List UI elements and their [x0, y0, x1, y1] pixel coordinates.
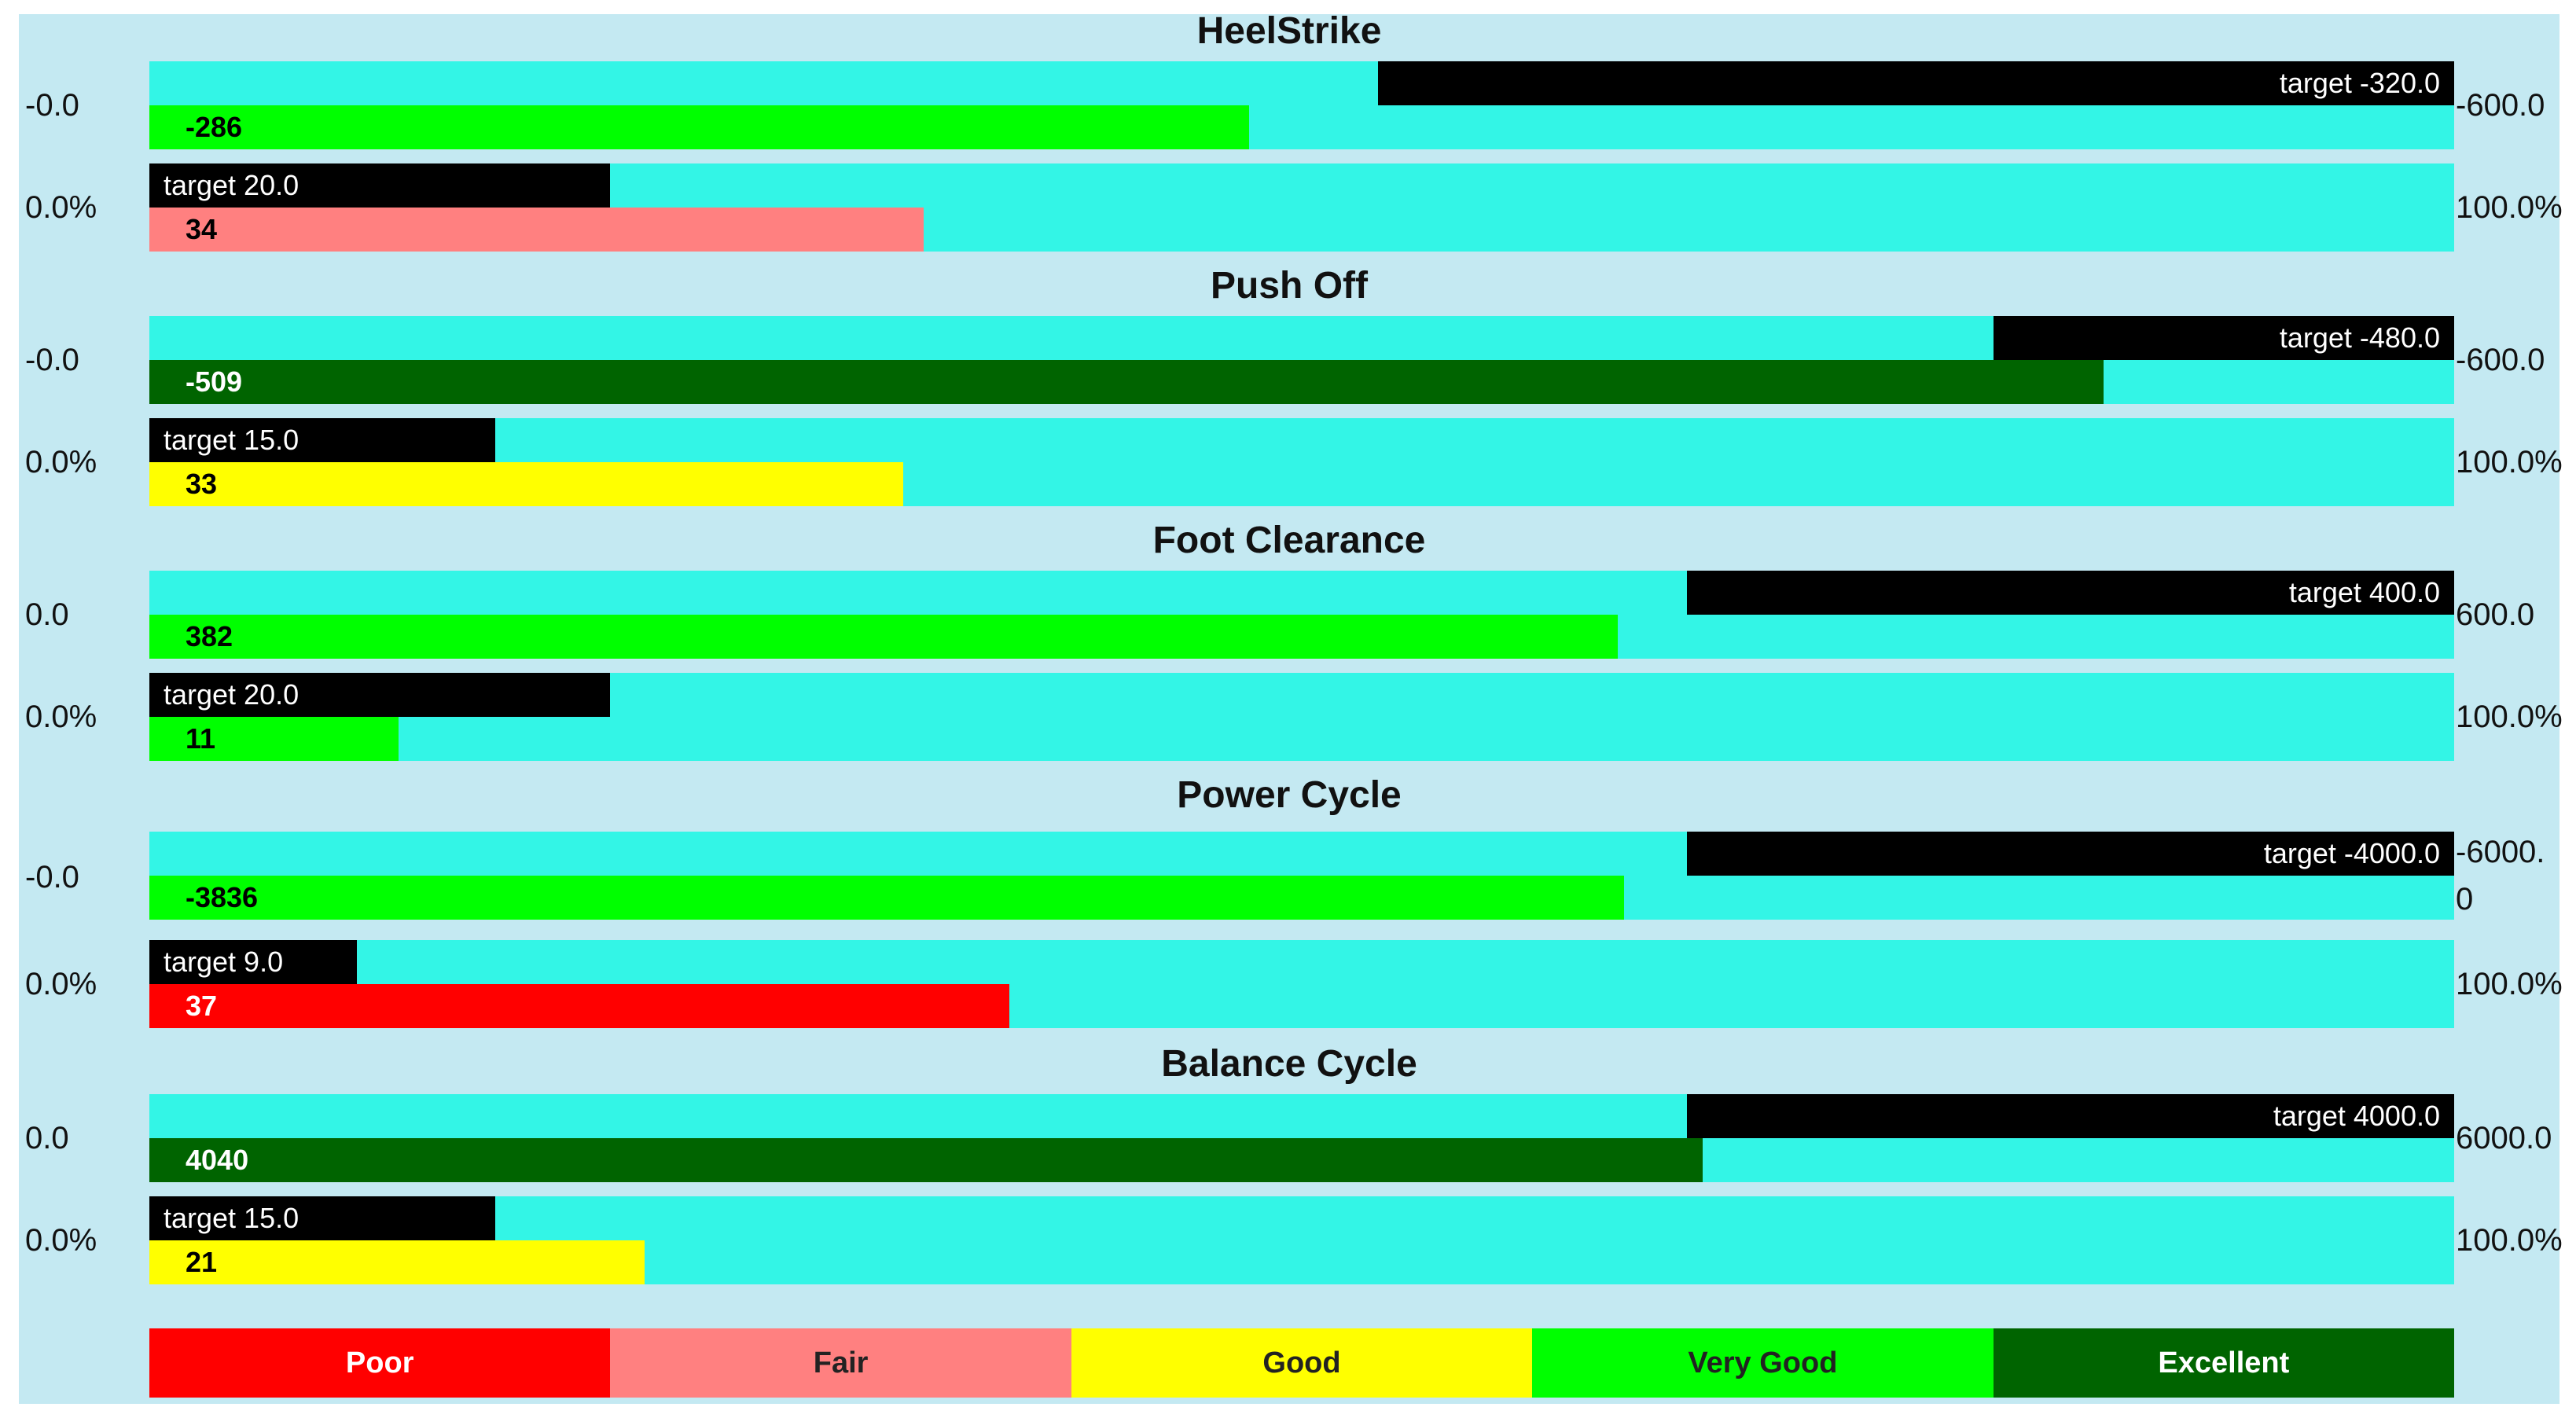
heelstrike-bottom-min-label: 0.0%: [25, 190, 97, 225]
heelstrike-top-max-label: -600.0: [2456, 88, 2545, 123]
foot-clearance-top-min-label: 0.0: [25, 597, 69, 632]
push-off-top-max-label: -600.0: [2456, 343, 2545, 377]
foot-clearance-bottom-track: target 20.0 11: [149, 673, 2454, 761]
heelstrike-bottom-value-bar: 34: [149, 208, 924, 252]
push-off-bottom-max-label: 100.0%: [2456, 445, 2563, 479]
balance-cycle-bottom-value-bar: 21: [149, 1240, 645, 1284]
section-title-heelstrike: HeelStrike: [1196, 10, 1382, 52]
foot-clearance-top-max-label: 600.0: [2456, 597, 2535, 632]
foot-clearance-top-value-bar: 382: [149, 615, 1618, 659]
section-title-foot-clearance: Foot Clearance: [1152, 520, 1426, 561]
push-off-top-min-label: -0.0: [25, 343, 79, 377]
legend-excellent: Excellent: [1993, 1328, 2455, 1398]
power-cycle-top-target-bar: target -4000.0: [1687, 832, 2454, 876]
heelstrike-bottom-max-label: 100.0%: [2456, 190, 2563, 225]
balance-cycle-top-max-label: 6000.0: [2456, 1121, 2552, 1155]
balance-cycle-top-value-bar: 4040: [149, 1138, 1703, 1182]
push-off-top-target-bar: target -480.0: [1994, 316, 2454, 360]
foot-clearance-bottom-min-label: 0.0%: [25, 700, 97, 734]
power-cycle-bottom-max-label: 100.0%: [2456, 967, 2563, 1001]
balance-cycle-top-target-bar: target 4000.0: [1687, 1094, 2454, 1138]
legend-poor: Poor: [149, 1328, 611, 1398]
foot-clearance-bottom-target-bar: target 20.0: [149, 673, 610, 717]
legend-very-good: Very Good: [1532, 1328, 1994, 1398]
heelstrike-top-track: target -320.0 -286: [149, 61, 2454, 149]
heelstrike-bottom-target-bar: target 20.0: [149, 163, 610, 208]
push-off-top-track: target -480.0 -509: [149, 316, 2454, 404]
heelstrike-bottom-track: target 20.0 34: [149, 163, 2454, 252]
foot-clearance-bottom-value-bar: 11: [149, 717, 399, 761]
power-cycle-bottom-value-bar: 37: [149, 984, 1009, 1028]
balance-cycle-top-min-label: 0.0: [25, 1121, 69, 1155]
balance-cycle-top-track: target 4000.0 4040: [149, 1094, 2454, 1182]
balance-cycle-bottom-min-label: 0.0%: [25, 1223, 97, 1258]
push-off-bottom-track: target 15.0 33: [149, 418, 2454, 506]
legend-good: Good: [1071, 1328, 1533, 1398]
push-off-bottom-value-bar: 33: [149, 462, 903, 506]
legend-fair: Fair: [610, 1328, 1071, 1398]
balance-cycle-bottom-track: target 15.0 21: [149, 1196, 2454, 1284]
power-cycle-top-value-bar: -3836: [149, 876, 1624, 920]
power-cycle-bottom-min-label: 0.0%: [25, 967, 97, 1001]
rating-legend: Poor Fair Good Very Good Excellent: [149, 1328, 2455, 1398]
gait-metrics-panel: HeelStrike -0.0 target -320.0 -286 -600.…: [19, 10, 2563, 1404]
push-off-bottom-min-label: 0.0%: [25, 445, 97, 479]
power-cycle-top-min-label: -0.0: [25, 860, 79, 895]
section-title-power-cycle: Power Cycle: [1177, 774, 1402, 816]
power-cycle-bottom-track: target 9.0 37: [149, 940, 2454, 1028]
push-off-top-value-bar: -509: [149, 360, 2104, 404]
section-title-push-off: Push Off: [1211, 265, 1368, 307]
heelstrike-top-min-label: -0.0: [25, 88, 79, 123]
power-cycle-top-max-label: -6000.0: [2456, 835, 2545, 917]
power-cycle-bottom-target-bar: target 9.0: [149, 940, 357, 984]
foot-clearance-top-target-bar: target 400.0: [1687, 571, 2454, 615]
push-off-bottom-target-bar: target 15.0: [149, 418, 495, 462]
foot-clearance-bottom-max-label: 100.0%: [2456, 700, 2563, 734]
balance-cycle-bottom-target-bar: target 15.0: [149, 1196, 495, 1240]
power-cycle-top-track: target -4000.0 -3836: [149, 832, 2454, 920]
section-title-balance-cycle: Balance Cycle: [1161, 1043, 1417, 1085]
foot-clearance-top-track: target 400.0 382: [149, 571, 2454, 659]
heelstrike-top-target-bar: target -320.0: [1378, 61, 2454, 105]
balance-cycle-bottom-max-label: 100.0%: [2456, 1223, 2563, 1258]
heelstrike-top-value-bar: -286: [149, 105, 1249, 149]
